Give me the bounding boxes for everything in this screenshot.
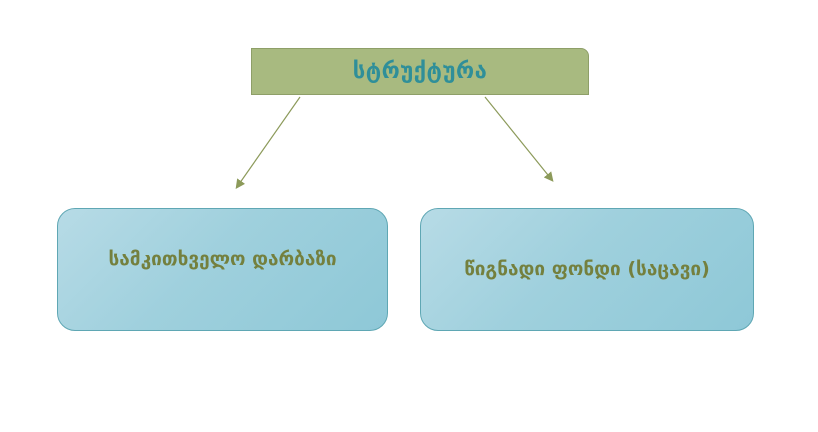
connector-right-arrow xyxy=(484,96,554,182)
child-node-reading-hall: სამკითხველო დარბაზი xyxy=(57,208,388,331)
root-node-label: სტრუქტურა xyxy=(352,59,488,84)
child-node-book-fund: წიგნადი ფონდი (საცავი) xyxy=(420,208,754,331)
root-node: სტრუქტურა xyxy=(251,48,589,95)
child-node-label: სამკითხველო დარბაზი xyxy=(108,247,337,270)
child-node-label: წიგნადი ფონდი (საცავი) xyxy=(464,257,710,280)
connector-left-arrow xyxy=(235,96,301,189)
